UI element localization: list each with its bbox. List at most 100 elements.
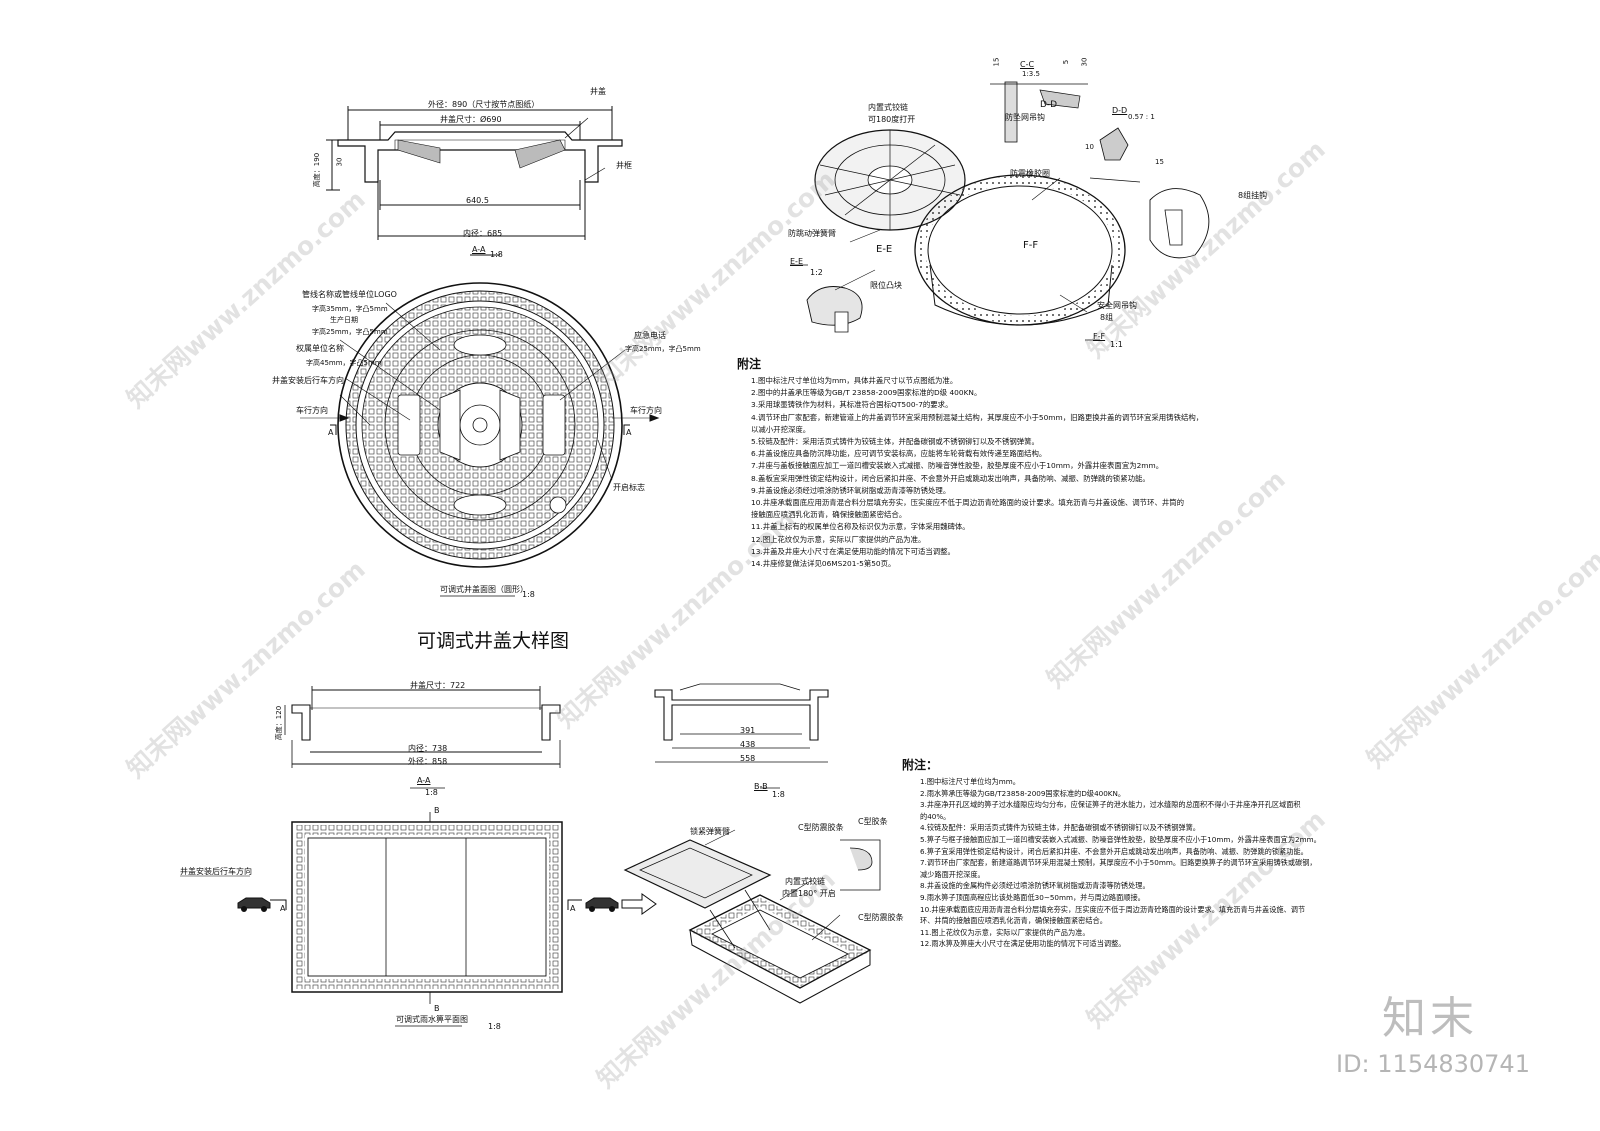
- round-cover-section: [326, 106, 623, 256]
- note-line: 9.井盖设施必须经过喷涂防锈环氧树脂或沥青漆等防锈处理。: [751, 485, 951, 495]
- label-grate-inner: 内径：738: [408, 744, 448, 753]
- label-dd-section: D-D: [1112, 106, 1128, 115]
- note-line: 接触面应喷洒乳化沥青，确保接触面紧密结合。: [751, 510, 907, 520]
- note-line: 减少路面开挖深度。: [920, 869, 985, 879]
- dim-5: 5: [1062, 59, 1071, 65]
- section-mark-a-left: A: [328, 428, 334, 437]
- grate-section-bb-label: B-B: [754, 782, 768, 791]
- label-car-direction-left: 车行方向: [296, 406, 328, 415]
- grate-section-aa-label: A-A: [417, 776, 431, 785]
- label-grate-outer: 外径：858: [408, 757, 448, 766]
- round-plan-scale: 1:8: [522, 590, 535, 599]
- label-logo-size: 字高35mm，字凸5mm: [312, 305, 388, 313]
- label-grate-height: 高度：120: [275, 705, 284, 741]
- grate-plan: [180, 812, 657, 1027]
- label-limit-block: 限位凸块: [870, 281, 902, 290]
- note-line: 8.盖板宜采用弹性锁定结构设计，闭合后紧扣井座、不会意外开启或跳动发出响声，具备…: [751, 473, 1150, 483]
- section-mark-a-left-grate: A: [280, 904, 286, 913]
- label-hinge-open: 可180度打开: [868, 115, 916, 124]
- note-line: 5.铰链及配件：采用活页式铸件为铰链主体，并配备碳钢或不锈钢铆钉以及不锈钢弹簧。: [751, 437, 1039, 447]
- section-mark-a-right-grate: A: [570, 904, 576, 913]
- label-c-anti-vibration-strip: C型防震胶条: [798, 823, 844, 832]
- notes-grate-heading: 附注：: [902, 758, 939, 772]
- label-c-strip: C型胶条: [858, 817, 888, 826]
- notes-grate: 附注： 1.图中标注尺寸单位均为mm。 2.雨水箅承压等级为GB/T23858-…: [902, 756, 1321, 950]
- grate-plan-scale: 1:8: [488, 1022, 501, 1031]
- label-frame: 井框: [616, 161, 632, 170]
- section-mark-b-bottom: B: [434, 1004, 440, 1013]
- label-net-hook: 防坠网吊钩: [1005, 113, 1045, 122]
- label-cover: 井盖: [590, 87, 606, 96]
- note-line: 6.井盖设施应具备防沉降功能，应可调节安装标高，应能将车轮荷载有效传递至路面结构…: [751, 449, 1047, 459]
- note-line: 7.调节环由厂家配套，新建道路调节环采用混凝土预制，其厚度应不小于50mm。旧路…: [920, 858, 1317, 868]
- label-owner: 权属单位名称: [296, 344, 344, 353]
- label-ee-cut: E-E: [876, 244, 893, 255]
- brand-logo: 知末: [1382, 993, 1478, 1044]
- note-line: 9.雨水箅子顶面高程应比该处路面低30~50mm，并与周边路面顺接。: [920, 892, 1145, 902]
- note-line: 11.图上花纹仅为示意，实际以厂家提供的产品为准。: [920, 927, 1090, 937]
- note-line: 3.采用球墨铸铁作为材料，其标准符合国标QT500-7的要求。: [751, 400, 953, 410]
- round-cover-plan: [300, 282, 660, 597]
- note-line: 7.井座与盖板接触面应加工一道凹槽安装嵌入式减振、防噪音弹性胶垫，胶垫厚度不应小…: [751, 461, 1164, 471]
- label-cc-scale: 1:3.5: [1022, 70, 1040, 78]
- label-spring-arm: 防跳动弹簧臂: [788, 229, 836, 238]
- label-8-group: 8组: [1100, 313, 1114, 322]
- label-ff-section: F-F: [1093, 332, 1106, 341]
- dim-30: 30: [1080, 57, 1089, 67]
- label-anti-vibration-ring: 防震橡胶圈: [1010, 169, 1050, 178]
- note-line: 1.图中标注尺寸单位均为mm。: [920, 777, 1020, 786]
- note-line: 12.图上花纹仅为示意，实际以厂家提供的产品为准。: [751, 534, 926, 544]
- label-grate-hinge: 内置式铰链: [785, 877, 825, 886]
- label-owner-size: 字高45mm，字凸5mm: [306, 359, 382, 367]
- section-scale-aa: 1:8: [490, 250, 503, 259]
- section-mark-b-top: B: [434, 806, 440, 815]
- grate-section-aa: [284, 686, 561, 789]
- label-8-hooks: 8组挂钩: [1238, 191, 1268, 200]
- label-safety-net-hook: 安全网吊钩: [1097, 301, 1137, 310]
- brand-id: ID: 1154830741: [1336, 1050, 1530, 1078]
- note-line: 6.箅子宜采用弹性锁定结构设计，闭合后紧扣井座、不会意外开启或跳动发出响声，具备…: [920, 846, 1308, 856]
- note-line: 12.雨水箅及箅座大小尺寸在满足使用功能的情况下可适当调整。: [920, 939, 1126, 949]
- note-line: 4.调节环由厂家配套，新建管道上的井盖调节环宜采用预制混凝土结构，其厚度应不小于…: [751, 412, 1204, 422]
- note-line: 1.图中标注尺寸单位均为mm，具体井盖尺寸以节点图纸为准。: [751, 376, 958, 385]
- label-inner-diameter: 内径：685: [463, 229, 503, 238]
- note-line: 4.铰链及配件：采用活页式铸件为铰链主体，并配备碳钢或不锈钢铆钉以及不锈钢弹簧。: [920, 823, 1200, 833]
- section-label-aa: A-A: [472, 245, 486, 254]
- label-outer-diameter: 外径：890（尺寸按节点图纸）: [428, 100, 540, 109]
- label-ee-scale: 1:2: [810, 268, 823, 277]
- note-line: 13.井盖及井座大小尺寸在满足使用功能的情况下可适当调整。: [751, 546, 955, 556]
- label-dd: D-D: [1040, 100, 1058, 110]
- grate-section-bb: [654, 683, 829, 789]
- label-grate-hinge-open: 内置180° 开启: [782, 889, 836, 898]
- label-ee-section: E-E: [790, 257, 803, 266]
- label-hinge: 内置式铰链: [868, 103, 908, 112]
- label-ff-cut: F-F: [1023, 240, 1039, 251]
- label-emergency-phone: 应急电话: [634, 331, 666, 340]
- dim-438: 438: [740, 740, 756, 749]
- dim-10: 10: [1085, 143, 1094, 151]
- label-cc: C-C: [1020, 60, 1035, 69]
- label-c-anti-vibration-strip-2: C型防震胶条: [858, 913, 904, 922]
- label-open-mark: 开启标志: [613, 483, 645, 492]
- note-line: 2.雨水箅承压等级为GB/T23858-2009国家标准的D级400KN。: [920, 788, 1126, 798]
- main-title: 可调式井盖大样图: [417, 630, 570, 652]
- grate-section-bb-scale: 1:8: [772, 790, 785, 799]
- round-cover-iso: [790, 81, 1210, 341]
- label-date-size: 字高25mm，字凸5mm: [312, 328, 388, 336]
- label-logo: 管线名称或管线单位LOGO: [302, 290, 397, 299]
- dim-15-top: 15: [992, 57, 1001, 67]
- label-640-5: 640.5: [466, 196, 489, 205]
- label-30: 30: [335, 157, 344, 167]
- label-install-direction: 井盖安装后行车方向: [272, 376, 344, 385]
- grate-iso: [623, 829, 881, 1004]
- note-line: 10.井座承载面底应用沥青混合料分层填充夯实，压实度应不低于周边沥青砼路面的设计…: [920, 904, 1306, 914]
- round-plan-caption: 可调式井盖面图（圆形）: [440, 585, 528, 594]
- label-cover-size: 井盖尺寸：Ø690: [440, 115, 502, 124]
- note-line: 8.井盖设施的金属构件必须经过喷涂防锈环氧树脂或沥青漆等防锈处理。: [920, 881, 1150, 891]
- note-line: 5.箅子与框子接触面应加工一道凹槽安装嵌入式减振、防噪音弹性胶垫，胶垫厚度不应小…: [920, 834, 1321, 844]
- label-dd-scale: 0.57 : 1: [1128, 113, 1155, 121]
- label-grate-install-direction: 井盖安装后行车方向: [180, 867, 252, 876]
- note-line: 10.井座承载面底应用沥青混合料分层填充夯实，压实度应不低于周边沥青砼路面的设计…: [751, 498, 1185, 508]
